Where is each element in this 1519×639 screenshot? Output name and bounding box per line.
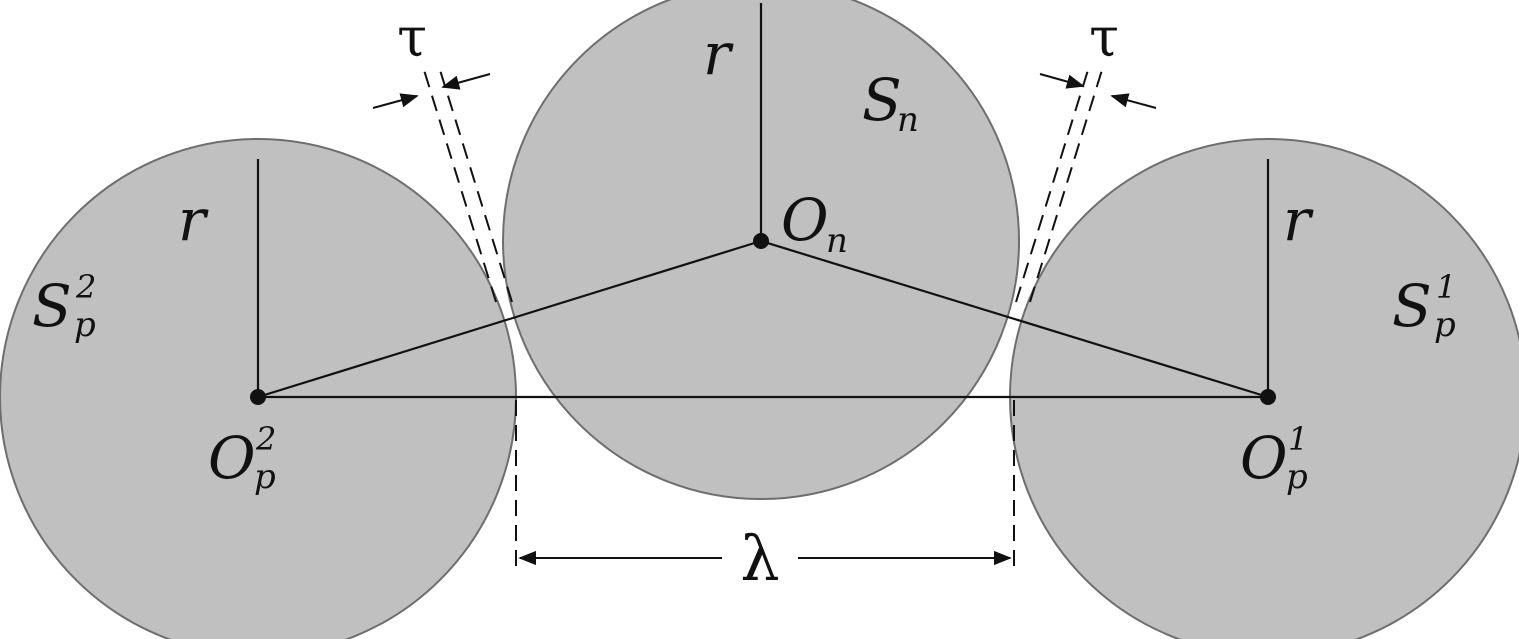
radius-label-p2: r <box>178 186 209 254</box>
center-p2-label-base: O <box>208 424 256 492</box>
center-p2-label-sup: 2 <box>255 420 276 458</box>
link-n-p1 <box>760 239 1269 399</box>
circle-p2-label-sub: p <box>74 305 96 345</box>
tau-left-dash-inner <box>439 69 513 303</box>
tau-right-dash-inner <box>1029 69 1103 303</box>
circle-p1-label-sup: 1 <box>1436 268 1456 306</box>
tau-left-dash-outer <box>423 69 497 303</box>
center-p2-label-sub: p <box>254 457 276 497</box>
lambda-label: λ <box>740 522 779 595</box>
tau-right-arrow-a <box>1039 73 1085 89</box>
tau-left-label: τ <box>397 6 427 69</box>
radius-label-n: r <box>703 20 734 88</box>
circle-p1-label-base: S <box>1392 272 1432 340</box>
circle-n-label: S <box>862 66 902 134</box>
tau-left-arrow-b <box>441 73 491 90</box>
center-n-label-sub: n <box>826 221 848 261</box>
circle-n-label-base: S <box>862 66 902 134</box>
circle-n-label-sub: n <box>897 100 919 140</box>
center-p1-label-base: O <box>1240 424 1288 492</box>
tau-right-label: τ <box>1089 6 1119 69</box>
center-dot-p2 <box>250 389 266 405</box>
tau-left-arrow-a <box>372 93 419 109</box>
link-p2-n <box>257 239 762 399</box>
tau-right-arrow-b <box>1110 93 1157 109</box>
circle-n <box>502 0 1020 500</box>
radius-label-p1: r <box>1283 186 1314 254</box>
center-dot-p1 <box>1260 389 1276 405</box>
tau-right-dash-outer <box>1015 69 1089 303</box>
circle-p2-label-base: S <box>32 272 72 340</box>
circle-p1 <box>1009 138 1519 639</box>
center-p1-label-sub: p <box>1286 457 1308 497</box>
center-dot-n <box>753 233 769 249</box>
center-n-label-base: O <box>781 186 829 254</box>
center-p1-label-sup: 1 <box>1288 420 1308 458</box>
circle-p2-label-sup: 2 <box>75 268 96 306</box>
circle-p1-label-sub: p <box>1434 305 1456 345</box>
